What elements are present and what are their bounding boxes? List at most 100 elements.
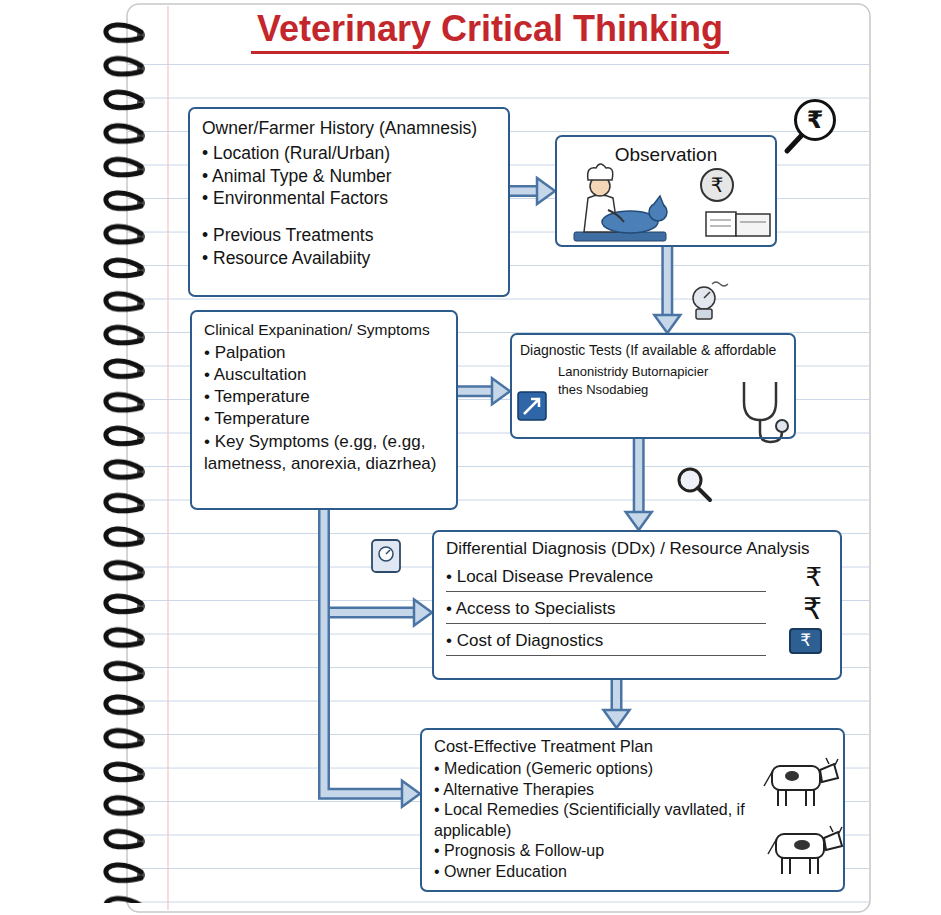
text-row: • Auscultation bbox=[204, 364, 446, 386]
cow-tail bbox=[768, 840, 776, 854]
rupee-sign: ₹ bbox=[803, 594, 822, 624]
box-item: • Access to Specialists bbox=[446, 598, 766, 620]
record-box bbox=[736, 214, 770, 236]
box-fill bbox=[432, 530, 842, 680]
box-item: • Cost of Diagnostics bbox=[446, 630, 766, 652]
text-row: • Environmental Factors bbox=[202, 187, 498, 210]
box-fill bbox=[190, 310, 458, 510]
chart-arrow bbox=[524, 399, 539, 414]
page-title: Veterinary Critical Thinking bbox=[251, 8, 729, 54]
vet-cap bbox=[588, 164, 613, 180]
box-heading: Clinical Expanination/ Symptoms bbox=[204, 320, 446, 340]
box-heading: Cost-Effective Treatment Plan bbox=[434, 736, 753, 757]
arrow-body bbox=[324, 510, 418, 613]
box-fill bbox=[510, 333, 796, 439]
flow-arrow bbox=[458, 378, 510, 404]
box-item: Lanonistridy Butornapicier thes Nsodabie… bbox=[558, 363, 712, 398]
vet-illustration bbox=[574, 164, 667, 241]
arrow-body bbox=[458, 388, 496, 395]
box-item: • Local Disease Prevalence bbox=[446, 566, 766, 588]
observation-box: Observation bbox=[555, 135, 777, 247]
cow-horns bbox=[826, 758, 838, 765]
box-item: • Auscultation bbox=[204, 364, 446, 386]
clinical-box: Clinical Expanination/ Symptoms• Palpati… bbox=[190, 310, 458, 510]
text-row: Clinical Expanination/ Symptoms bbox=[204, 320, 446, 340]
treatment-box: Cost-Effective Treatment Plan• Medicatio… bbox=[420, 728, 845, 892]
cow-legs bbox=[778, 790, 814, 806]
text-row: Observation bbox=[567, 143, 765, 168]
box-item: • Animal Type & Number bbox=[202, 165, 498, 188]
spiral-binding bbox=[100, 18, 160, 903]
stethoscope-bell bbox=[776, 420, 788, 432]
text-row: • Medication (Gemeric options) bbox=[434, 759, 753, 779]
arrow-outline bbox=[633, 439, 645, 516]
arrow-head bbox=[604, 710, 630, 728]
box-item: • Previous Treatments bbox=[202, 224, 498, 247]
box-item: • Location (Rural/Urban) bbox=[202, 142, 498, 165]
text-row: • Palpation bbox=[204, 342, 446, 364]
flow-arrow bbox=[324, 510, 432, 626]
box-item: • Local Remedies (Scientificially vavlla… bbox=[434, 800, 753, 841]
box-item: • Palpation bbox=[204, 342, 446, 364]
magnifier-handle bbox=[698, 488, 710, 500]
text-row: • Prognosis & Follow-up bbox=[434, 841, 753, 861]
arrow-body bbox=[324, 510, 406, 794]
text-row: Lanonistridy Butornapicier thes Nsodabie… bbox=[558, 363, 712, 398]
paper-line bbox=[710, 226, 731, 227]
rupee-briefcase: ₹ bbox=[789, 628, 822, 654]
margin-line bbox=[167, 6, 168, 910]
flow-arrow bbox=[654, 247, 680, 333]
cow-horns bbox=[830, 826, 842, 833]
history-box: Owner/Farmer History (Anamnesis)• Locati… bbox=[188, 107, 510, 297]
text-row: • Resource Availabiity bbox=[202, 247, 498, 270]
box-heading: Diagnostic Tests (If available & afforda… bbox=[520, 341, 786, 359]
papers-illustration bbox=[706, 212, 770, 236]
title-band: Veterinary Critical Thinking bbox=[130, 8, 850, 54]
text-row: Cost-Effective Treatment Plan bbox=[434, 736, 753, 757]
cow-illustration bbox=[764, 758, 838, 806]
rupee-lens: ₹ bbox=[794, 99, 836, 141]
box-heading: Observation bbox=[567, 143, 765, 168]
flow-arrow bbox=[510, 178, 555, 204]
arrow-body bbox=[635, 439, 642, 516]
text-row: • Local Disease Prevalence₹ bbox=[446, 563, 766, 592]
arrow-body bbox=[664, 247, 671, 319]
box-item: • Alternative Therapies bbox=[434, 780, 753, 800]
flow-arrow bbox=[604, 680, 630, 728]
clipboard-dial bbox=[379, 547, 393, 561]
box-fill bbox=[555, 135, 777, 247]
arrow-outline bbox=[458, 385, 496, 397]
arrow-outline bbox=[324, 510, 406, 794]
cow-head bbox=[820, 764, 838, 782]
text-row: • Cost of Diagnostics₹ bbox=[446, 627, 766, 656]
text-row: Owner/Farmer History (Anamnesis) bbox=[202, 117, 498, 140]
lens-handle-bar bbox=[787, 136, 801, 151]
ddx-box: Differential Diagnosis (DDx) / Resource … bbox=[432, 530, 842, 680]
text-row: • Alternative Therapies bbox=[434, 780, 753, 800]
cow-illustration bbox=[768, 826, 842, 874]
ruled-lines bbox=[128, 60, 869, 910]
paper-line bbox=[740, 222, 766, 223]
gauge-dial bbox=[693, 287, 715, 309]
box-item: • Owner Education bbox=[434, 862, 753, 882]
stethoscope-tube bbox=[744, 382, 776, 420]
box-item: • Resource Availabiity bbox=[202, 247, 498, 270]
arrow-outline bbox=[661, 247, 673, 319]
box-fill bbox=[188, 107, 510, 297]
arrow-head bbox=[414, 600, 432, 626]
clipboard-hand bbox=[386, 550, 390, 554]
text-row: • Location (Rural/Urban) bbox=[202, 142, 498, 165]
chart-tile bbox=[518, 392, 546, 420]
arrow-head bbox=[402, 781, 420, 807]
text-row: • Animal Type & Number bbox=[202, 165, 498, 188]
vet-arm bbox=[608, 210, 624, 222]
arrow-head bbox=[626, 512, 652, 530]
rupee-sign: ₹ bbox=[805, 564, 822, 590]
arrow-head bbox=[654, 315, 680, 333]
gauge-wave bbox=[712, 282, 728, 286]
box-fill bbox=[420, 728, 845, 892]
rupee-coin: ₹ bbox=[700, 168, 734, 202]
text-row: • Temperature bbox=[204, 386, 446, 408]
paper-stack bbox=[706, 212, 736, 236]
text-row: • Local Remedies (Scientificially vavlla… bbox=[434, 800, 753, 841]
